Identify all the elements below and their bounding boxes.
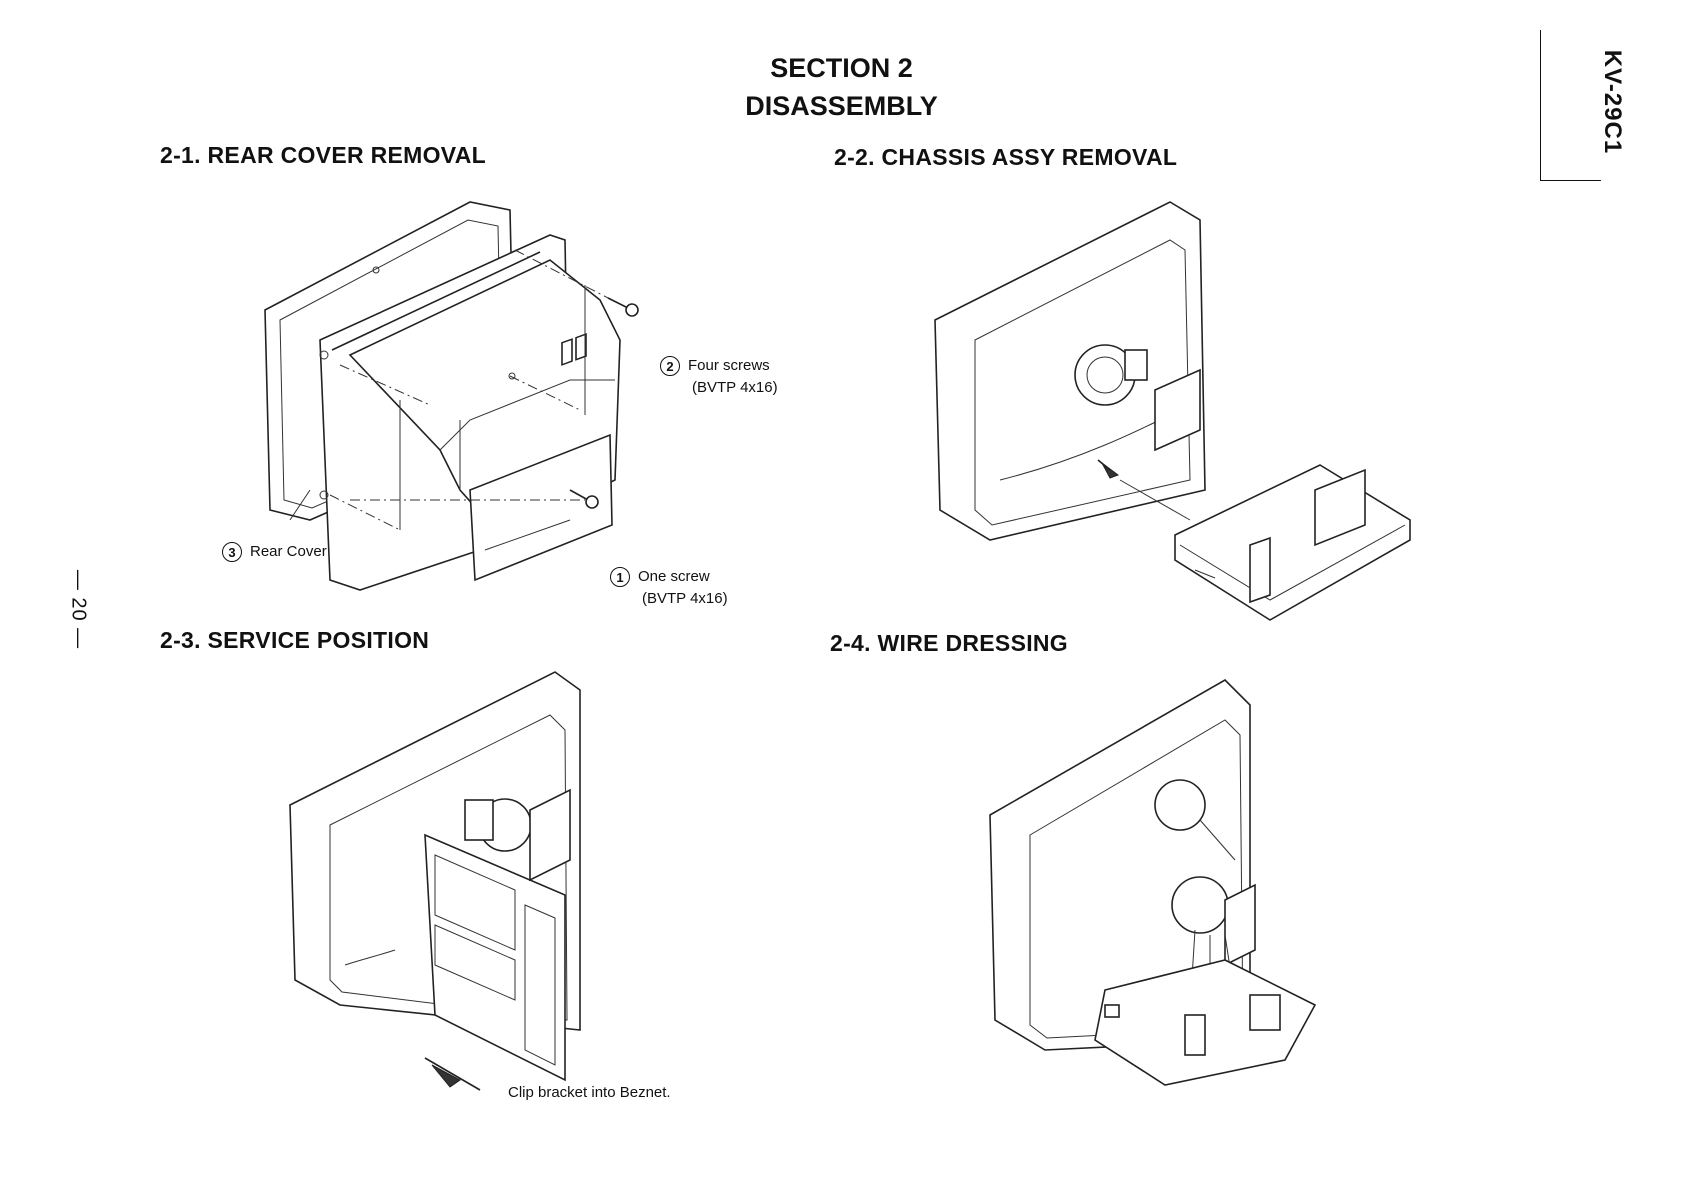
clip-bracket-note: Clip bracket into Beznet. xyxy=(508,1082,671,1104)
callout-number: 3 xyxy=(222,542,242,562)
screw-icon xyxy=(608,298,638,316)
page-number: — 20 — xyxy=(67,570,90,650)
callout-four-screws-spec: (BVTP 4x16) xyxy=(692,377,778,399)
callout-number: 1 xyxy=(610,567,630,587)
section-number: SECTION 2 xyxy=(0,50,1683,86)
model-number: KV-29C1 xyxy=(1598,12,1626,192)
heading-service-position: 2-3. SERVICE POSITION xyxy=(160,627,429,654)
heading-chassis-assy-removal: 2-2. CHASSIS ASSY REMOVAL xyxy=(834,144,1177,171)
section-title: DISASSEMBLY xyxy=(0,88,1683,124)
chassis-assy-removal-diagram xyxy=(930,190,1440,640)
wire-dressing-diagram xyxy=(985,660,1325,1100)
model-tab-frame xyxy=(1540,30,1601,181)
callout-number: 2 xyxy=(660,356,680,376)
callout-one-screw-spec: (BVTP 4x16) xyxy=(642,588,728,610)
service-position-diagram xyxy=(280,660,700,1100)
heading-rear-cover-removal: 2-1. REAR COVER REMOVAL xyxy=(160,142,486,169)
